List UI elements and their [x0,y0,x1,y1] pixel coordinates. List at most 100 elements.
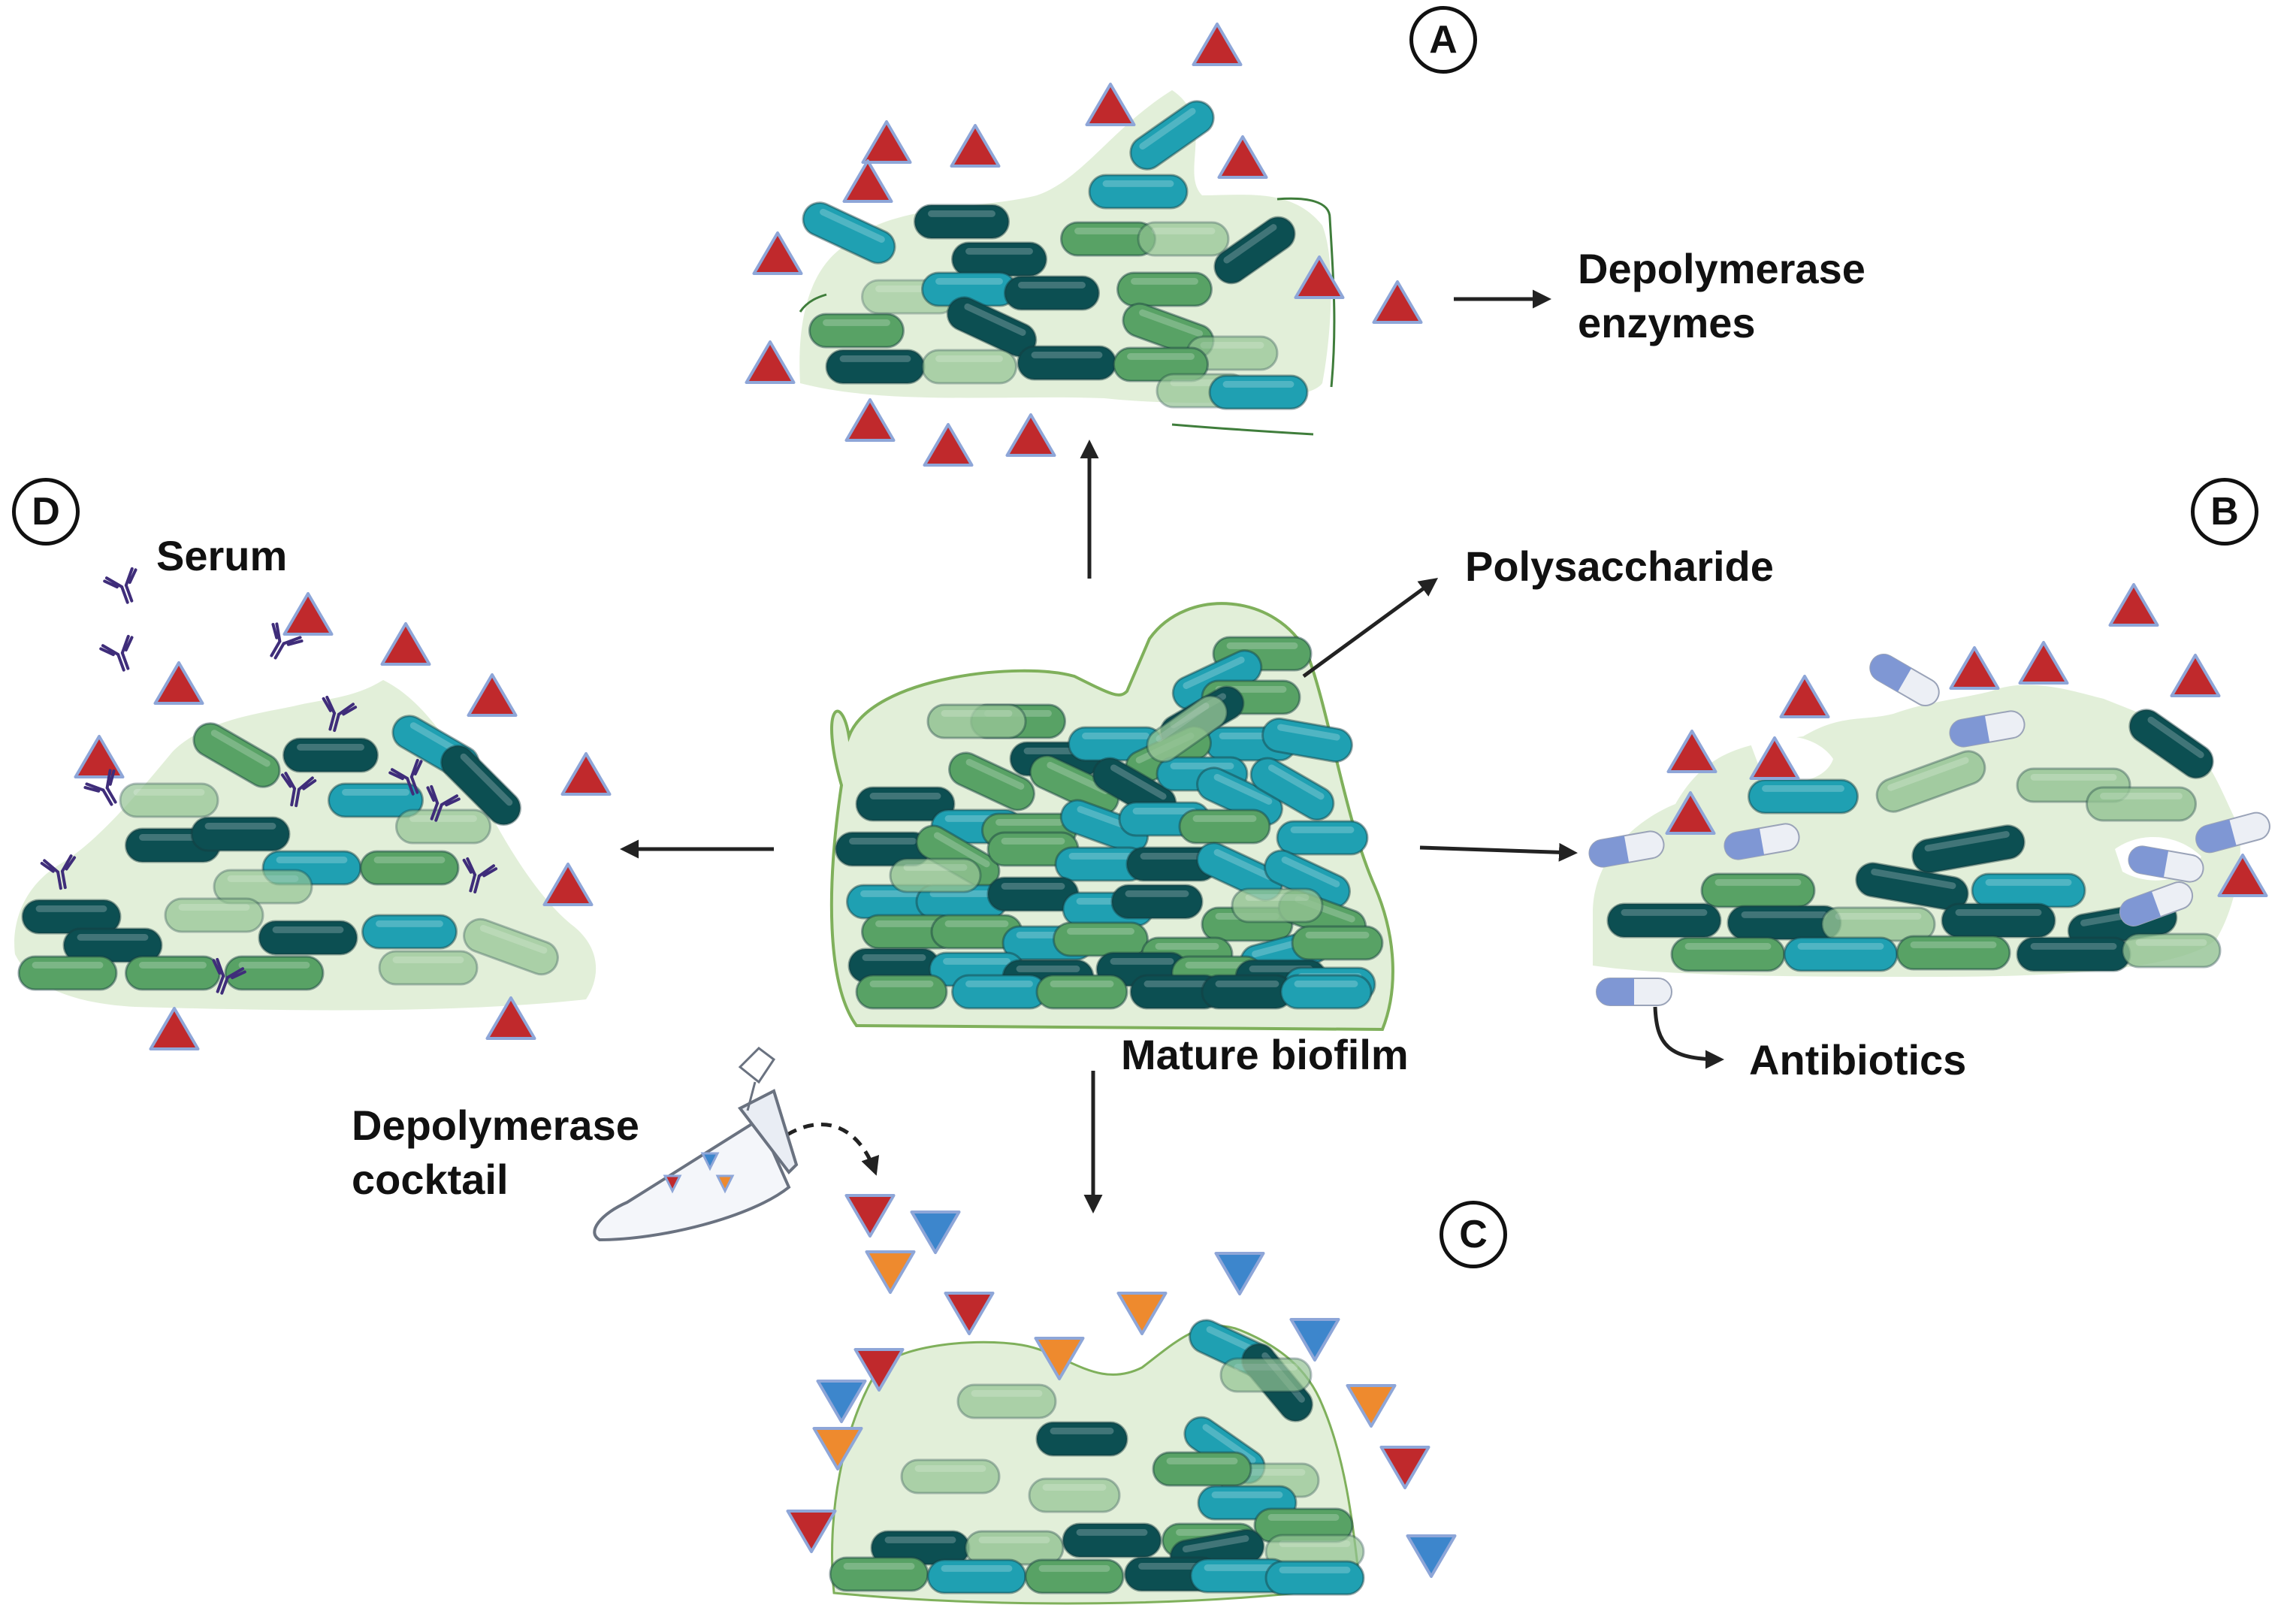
bacterium-icon [190,816,291,852]
enzyme-icon [467,673,518,717]
capsule-icon [2128,845,2204,883]
enzyme-icon [1005,413,1056,457]
bacterium-icon [17,955,118,991]
bacterium-icon [1116,271,1213,307]
enzyme-icon [944,1292,995,1335]
enzyme-icon [2217,854,2268,897]
enzyme-icon [786,1510,837,1553]
label-polysaccharide: Polysaccharide [1465,543,1774,590]
bacterium-icon [900,1458,1001,1495]
enzyme-icon [542,863,594,906]
bacterium-icon [1208,374,1309,410]
enzyme-icon [560,752,612,796]
bacterium-icon [951,974,1047,1010]
enzyme-icon [1749,736,1800,780]
enzyme-icon [1085,83,1136,126]
bacterium-icon [921,349,1017,385]
antibody-icon [103,567,137,604]
enzyme-icon [1116,1292,1168,1335]
enzyme-icon [380,622,431,666]
enzyme-icon [910,1210,961,1254]
enzyme-icon [1217,135,1268,179]
bacterium-icon [1875,750,1986,813]
bacterium-icon [1670,936,1786,972]
enzyme-icon [74,735,125,778]
antibody-icon [462,857,498,894]
enzyme-icon [816,1380,867,1423]
bacterium-icon [164,897,264,933]
enzyme-icon [2108,583,2159,627]
capsule-icon [2195,812,2270,854]
bacterium-icon [1700,872,1816,908]
bacterium-icon [1137,221,1230,257]
bacterium-icon [1261,717,1353,763]
enzyme-icon [1346,1384,1397,1428]
capsule-icon [1949,710,2026,748]
bacterium-icon [956,1383,1057,1419]
enzyme-icon [1294,255,1345,299]
bacterium-icon [1088,174,1189,210]
enzyme-icon [282,592,334,636]
label-depolymerase-cocktail-line1: Depolymerase [352,1102,639,1149]
bacterium-icon [1941,902,2056,938]
bacterium-icon [2086,786,2197,822]
bacterium-icon [1189,1558,1290,1594]
capsule-icon [1588,830,1665,868]
capsule-icon [1596,978,1672,1006]
label-depolymerase-enzymes: Depolymerase enzymes [1578,242,1866,349]
bacterium-icon [2016,936,2131,972]
bacterium-icon [802,201,896,264]
panel-badge-C: C [1440,1201,1507,1268]
capsule-icon [1869,654,1940,706]
enzyme-icon [2018,641,2069,685]
bacterium-icon [1279,974,1373,1010]
bacterium-icon [1231,887,1324,923]
bacterium-icon [359,850,460,886]
antibody-icon [99,634,134,672]
bacterium-icon [192,722,281,788]
bacterium-icon [889,857,982,893]
enzyme-icon [865,1250,916,1294]
bacterium-icon [825,349,926,385]
bacterium-icon [1253,1507,1354,1543]
enzyme-icon [812,1427,863,1470]
bacterium-icon [829,1556,929,1592]
bacterium-icon [808,313,905,349]
bacterium-icon [282,737,379,773]
enzyme-icon [1406,1534,1457,1578]
enzyme-icon [745,340,796,384]
enzyme-icon [1666,730,1717,773]
enzyme-icon [149,1007,200,1050]
antibody-icon [280,772,317,808]
arrow-icon [1419,842,1578,862]
bacterium-icon [946,296,1038,358]
enzyme-icon [853,1348,905,1392]
arrow-icon [1653,1006,1724,1069]
enzyme-icon [1192,23,1243,66]
bacterium-icon [1249,757,1335,821]
bacterium-icon [1213,216,1296,285]
label-antibiotics: Antibiotics [1749,1036,1967,1084]
bacterium-icon [1004,275,1100,311]
bacterium-icon [1855,862,1969,911]
biofilm-edge-A [799,197,1336,436]
bacterium-icon [224,955,325,991]
panel-badge-B: B [2191,478,2258,546]
enzyme-icon [844,1194,896,1238]
bacterium-icon [1035,1421,1128,1457]
bacterium-icon [1971,872,2086,908]
label-depolymerase-cocktail: Depolymerase cocktail [352,1099,639,1206]
bacterium-icon [1748,778,1859,815]
bacterium-icon [1276,820,1369,856]
bacterium-icon [986,831,1080,867]
bacterium-icon [1606,902,1722,938]
enzyme-icon [2170,654,2221,697]
bacterium-icon [1129,100,1215,171]
antibody-icon [270,622,304,660]
bacterium-icon [1152,1451,1252,1487]
antibody-icon [83,769,117,806]
enzyme-icon [950,124,1001,168]
enzyme-icon [752,231,803,275]
bacterium-icon [861,914,957,950]
